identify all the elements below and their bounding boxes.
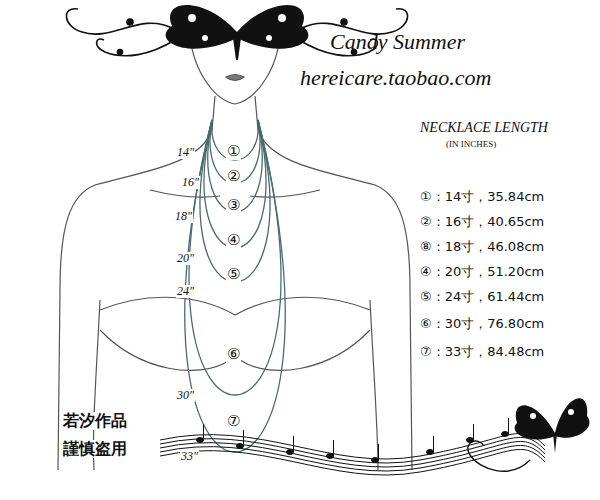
corner-butterfly [515,398,590,453]
chart-title: NECKLACE LENGTH [420,120,548,135]
length-entry: ⑧：18寸，46.08cm [420,240,544,254]
staff-line [160,445,545,471]
corner-swirl [468,441,530,471]
shop-name: Candy Summer [330,30,465,54]
note-stem [378,444,379,460]
note-stem [333,440,334,456]
music-note [237,444,244,449]
inch-label: 14" [176,146,195,159]
callout-number: ③ [226,197,241,214]
necklace-curves [185,120,285,452]
body-outline [58,28,412,470]
music-staff [160,418,545,475]
inch-label: 30" [176,389,195,402]
length-entry: ⑥：30寸，76.80cm [420,317,544,331]
watermark: 謹慎盗用 [62,440,128,458]
necklace-curve [200,120,270,282]
note-stem [293,436,294,452]
top-butterfly [166,5,309,60]
callout-number: ⑤ [226,266,241,283]
note-stem [473,424,474,440]
note-stem [433,436,434,452]
necklace-curve [212,120,259,160]
inch-label: 33" [180,450,199,463]
callout-number: ④ [226,232,241,249]
necklace-curve [204,120,266,248]
callout-number: ① [226,143,241,160]
callout-number: ⑦ [226,413,241,430]
inch-label: 20" [176,252,195,265]
note-stem [203,424,204,440]
note-stem [508,418,509,434]
music-note [427,450,434,455]
callout-number: ② [226,168,241,185]
inch-label: 18" [174,210,193,223]
length-entry: ⑦：33寸，84.48cm [420,345,544,359]
music-note [287,450,294,455]
music-note [372,458,379,463]
callout-number: ⑥ [226,346,241,363]
unit-note: (IN INCHES) [446,140,496,150]
music-note [502,432,509,437]
staff-line [160,437,545,463]
length-entry: ①：14寸，35.84cm [420,190,544,204]
music-note [327,454,334,459]
staff-line [160,441,545,467]
staff-line [160,433,545,459]
inch-label: 24" [176,285,195,298]
necklace-curve [185,120,285,452]
watermark: 若汐作品 [62,412,128,430]
staff-line [160,449,545,475]
inch-label: 16" [181,176,200,189]
shop-url: hereicare.taobao.com [300,66,491,90]
length-entry: ②：16寸，40.65cm [420,215,544,229]
music-note [197,438,204,443]
length-entry: ④：20寸，51.20cm [420,265,544,279]
note-stem [243,430,244,446]
length-entry: ⑤：24寸，61.44cm [420,290,544,304]
